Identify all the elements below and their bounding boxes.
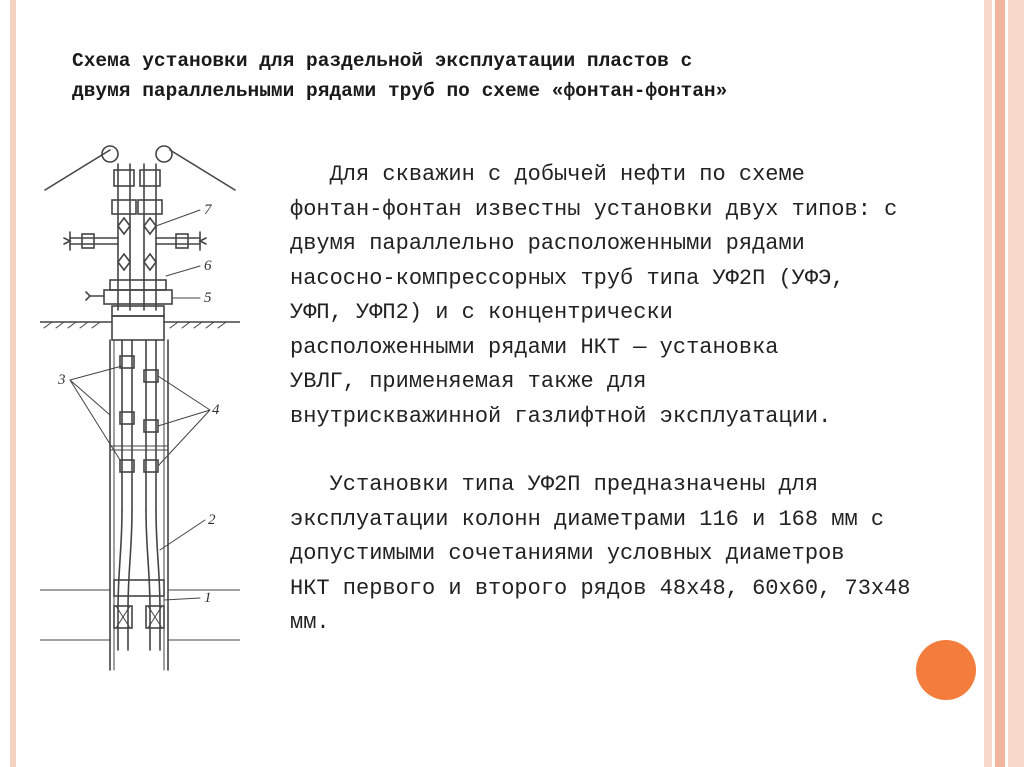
- callout-label: 1: [204, 590, 212, 606]
- text-line: мм.: [290, 610, 330, 635]
- right-decor-stripes: [984, 0, 1024, 767]
- callout-label: 6: [204, 258, 212, 274]
- body-text: Для скважин с добычей нефти по схеме фон…: [290, 158, 990, 641]
- paragraph-2: Установки типа УФ2П предназначены для эк…: [290, 468, 990, 641]
- callout-label: 7: [204, 202, 213, 218]
- text-line: НКТ первого и второго рядов 48х48, 60х60…: [290, 575, 911, 601]
- accent-circle: [916, 640, 976, 700]
- slide-title: Схема установки для раздельной эксплуата…: [72, 46, 952, 106]
- text-line: внутрискважинной газлифтной эксплуатации…: [290, 403, 832, 429]
- text-line: допустимыми сочетаниями условных диаметр…: [290, 541, 845, 566]
- paragraph-1: Для скважин с добычей нефти по схеме фон…: [290, 158, 990, 434]
- title-line: двумя параллельными рядами труб по схеме…: [72, 80, 728, 102]
- text-line: расположенными рядами НКТ — установка: [290, 334, 779, 360]
- text-line: УВЛГ, применяемая также для: [290, 369, 647, 394]
- text-line: фонтан-фонтан известны установки двух ти…: [290, 196, 898, 222]
- text-line: Для скважин с добычей нефти по схеме: [290, 162, 805, 187]
- left-decor-rule: [10, 0, 16, 767]
- text-line: Установки типа УФ2П предназначены для: [290, 472, 819, 497]
- text-line: насосно-компрессорных труб типа УФ2П (УФ…: [290, 265, 845, 291]
- callout-label: 5: [204, 290, 212, 306]
- text-line: эксплуатации колонн диаметрами 116 и 168…: [290, 506, 885, 532]
- title-line: Схема установки для раздельной эксплуата…: [72, 50, 693, 72]
- text-line: двумя параллельно расположенными рядами: [290, 231, 805, 256]
- well-diagram: 7 6 5 3 4 2 1: [40, 145, 240, 671]
- callout-label: 4: [212, 402, 220, 418]
- text-line: УФП, УФП2) и с концентрически: [290, 300, 673, 325]
- paragraph-gap: [290, 434, 990, 468]
- callout-label: 3: [57, 372, 66, 388]
- callout-label: 2: [208, 512, 216, 528]
